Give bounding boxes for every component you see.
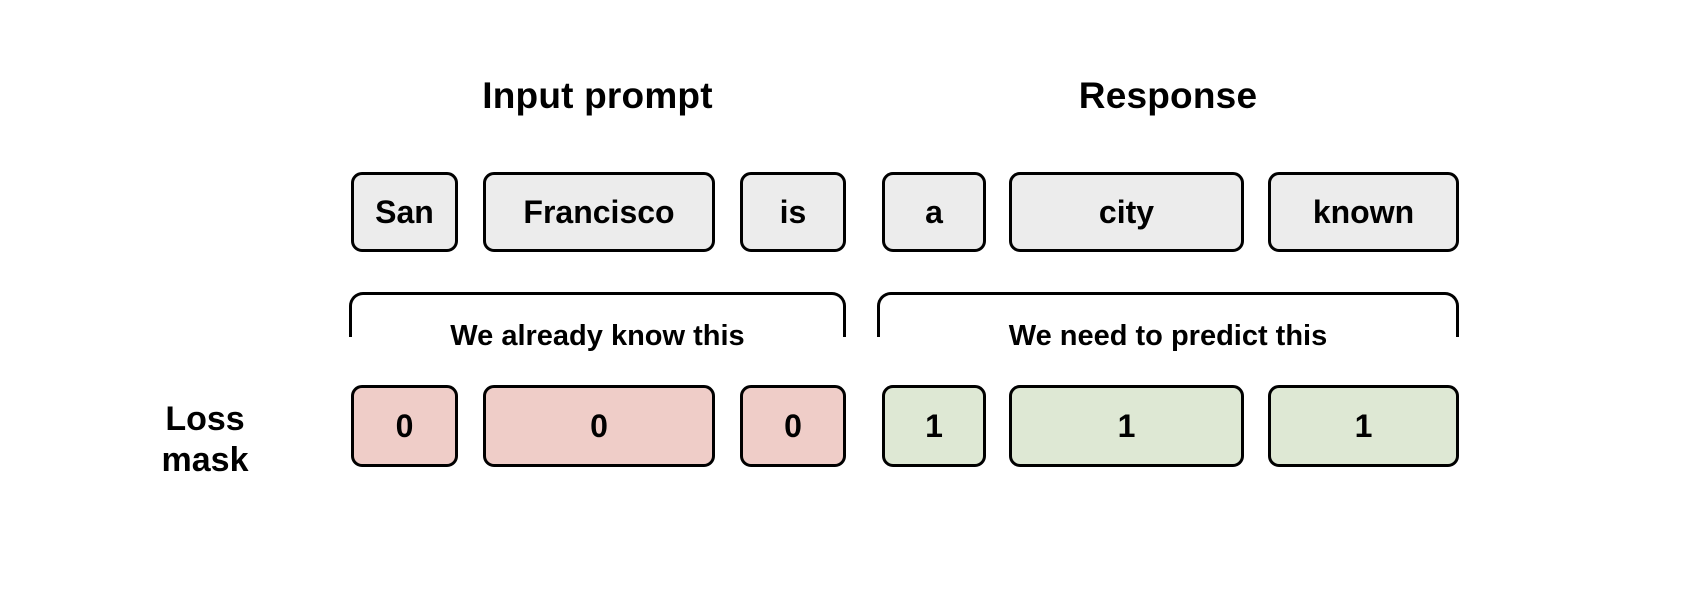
mask-value-is: 0 — [740, 385, 846, 467]
response-group-bracket — [877, 292, 1459, 337]
mask-value-city: 1 — [1009, 385, 1244, 467]
mask-value-san: 0 — [351, 385, 458, 467]
loss-mask-label: Loss mask — [105, 399, 305, 481]
token-a: a — [882, 172, 986, 252]
token-francisco: Francisco — [483, 172, 715, 252]
response-bracket-label: We need to predict this — [1008, 320, 1328, 352]
mask-value-known: 1 — [1268, 385, 1459, 467]
input-prompt-heading: Input prompt — [482, 75, 713, 116]
token-city: city — [1009, 172, 1244, 252]
loss-mask-label-line2: mask — [161, 441, 249, 479]
prompt-group-bracket — [349, 292, 846, 337]
loss-mask-label-line1: Loss — [165, 400, 245, 438]
prompt-bracket-label: We already know this — [450, 320, 745, 352]
token-known: known — [1268, 172, 1459, 252]
mask-value-francisco: 0 — [483, 385, 715, 467]
mask-value-a: 1 — [882, 385, 986, 467]
token-is: is — [740, 172, 846, 252]
response-heading: Response — [1078, 75, 1258, 116]
token-san: San — [351, 172, 458, 252]
